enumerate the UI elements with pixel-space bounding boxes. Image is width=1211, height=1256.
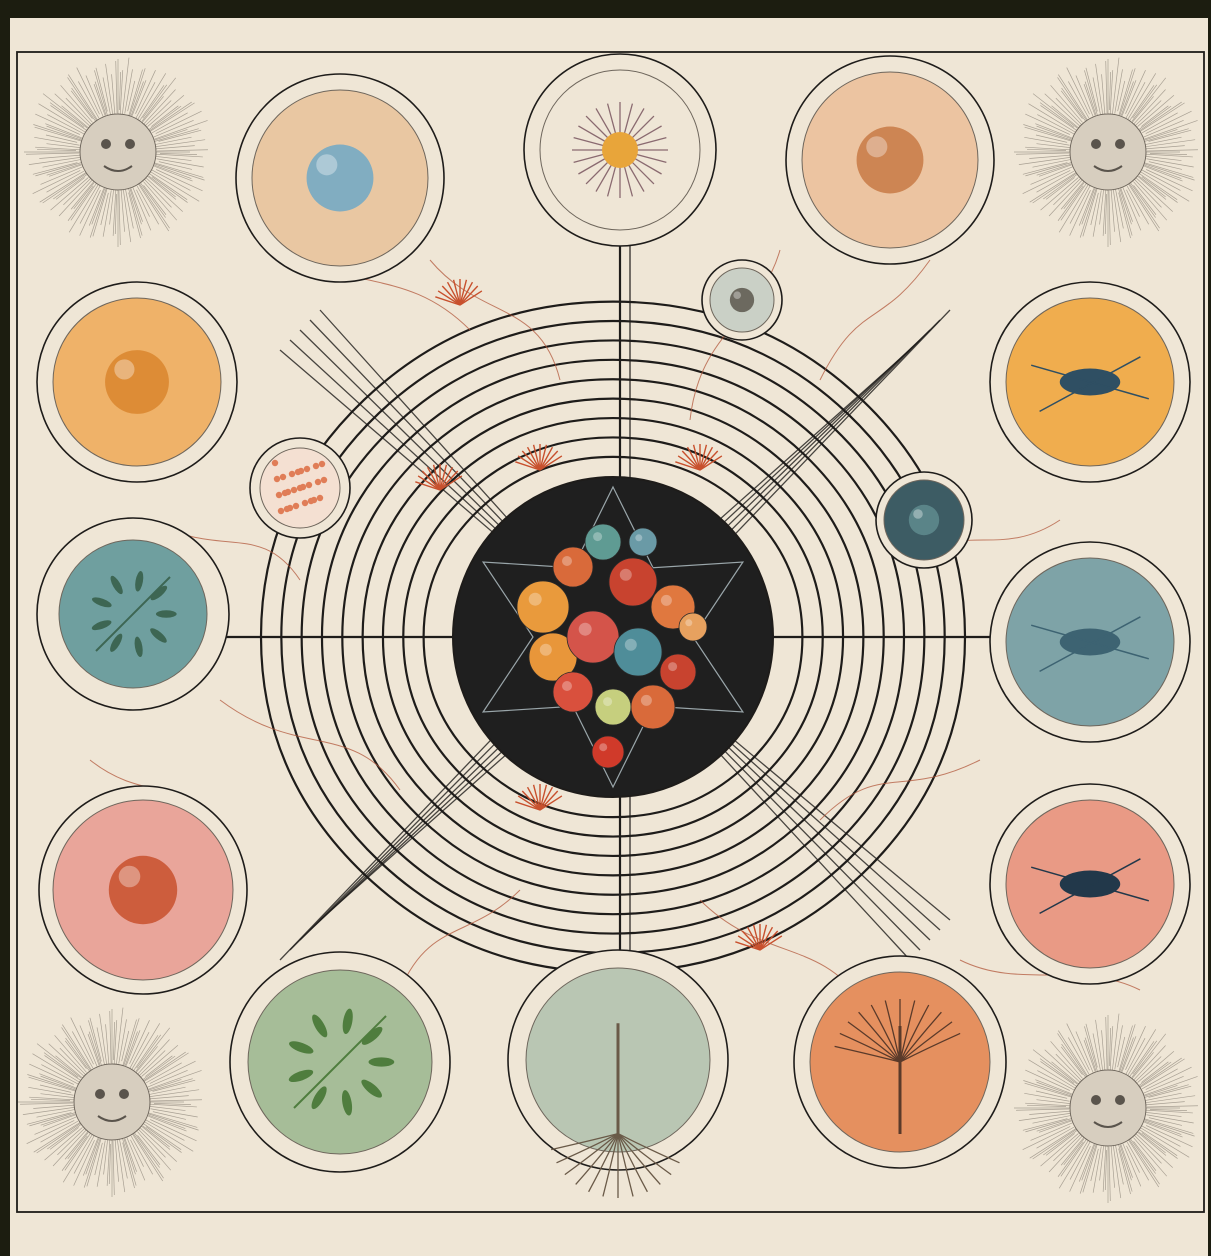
blue-seashell-icon	[236, 74, 444, 282]
green-leaves-icon	[230, 952, 450, 1172]
blue-orb-icon	[876, 472, 972, 568]
fruit-cluster-icon	[453, 477, 773, 797]
seaweed-plant-icon	[37, 518, 229, 710]
eye-lens-icon	[702, 260, 782, 340]
blue-bird-icon	[990, 784, 1190, 984]
floral-ornament-icon	[39, 786, 247, 994]
pollen-cell-icon	[250, 438, 350, 538]
daisy-flower-icon	[524, 54, 716, 246]
orange-fruit-icon	[37, 282, 237, 482]
beetle-insect-icon	[990, 282, 1190, 482]
dragonfly-insect-icon	[990, 542, 1190, 742]
bare-tree-icon	[794, 956, 1006, 1168]
brain-coral-icon	[786, 56, 994, 264]
